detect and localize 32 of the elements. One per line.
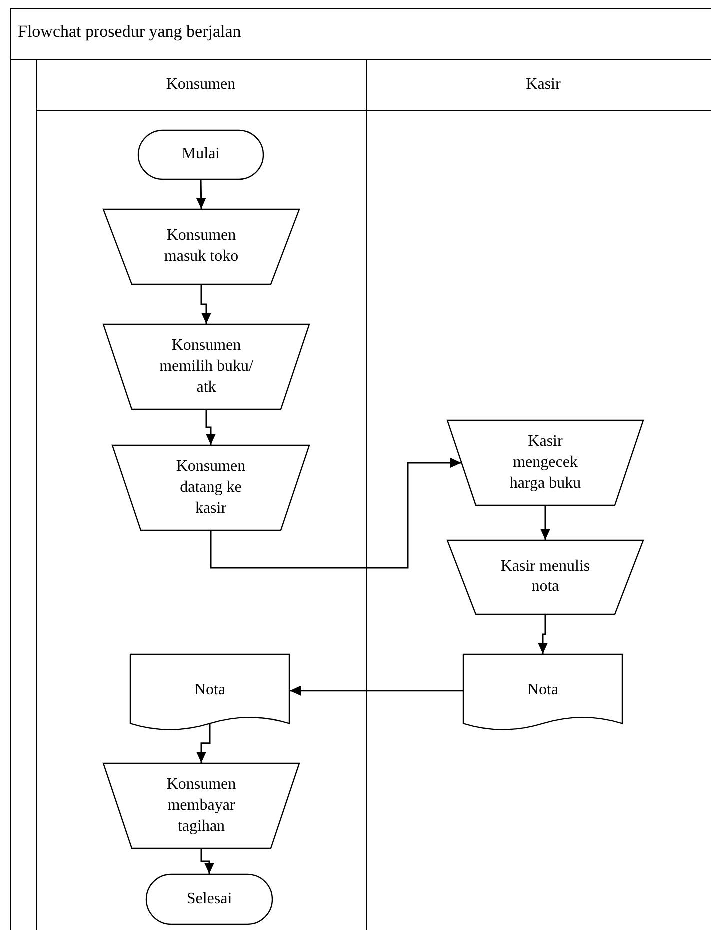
arrow [196,180,206,210]
arrow [200,285,212,324]
manual-operation-shape [112,445,310,531]
arrow [290,686,463,696]
arrow [540,506,550,540]
lane-title: Konsumen [165,74,237,94]
lane-title: Kasir [525,74,562,94]
step-label: Nota [526,680,560,700]
terminator-shape [138,130,264,180]
manual-operation-shape [103,324,310,410]
step-label: Konsumen memilih buku/ atk [158,336,254,398]
arrow [200,849,214,874]
arrow [210,458,462,569]
step-label: Konsumen membayar tagihan [166,774,238,836]
terminator-shape [146,874,273,925]
manual-operation-shape [103,209,300,285]
pool-title: Flowchat prosedur yang berjalan [18,22,242,42]
step-label: Nota [193,680,227,700]
step-label: Kasir menulis nota [500,556,592,598]
step-label: Konsumen datang ke kasir [175,456,247,518]
step-label: Selesai [186,889,234,910]
manual-operation-shape [447,540,644,615]
step-label: Kasir mengecek harga buku [508,432,582,494]
manual-operation-shape [103,763,300,849]
swimlane [366,59,711,930]
step-label: Konsumen masuk toko [163,226,240,267]
manual-operation-shape [447,420,644,506]
swimlane-pool [10,8,711,930]
arrow [538,615,548,654]
step-label: Mulai [180,144,222,165]
arrow [196,724,211,763]
arrow [206,410,216,445]
